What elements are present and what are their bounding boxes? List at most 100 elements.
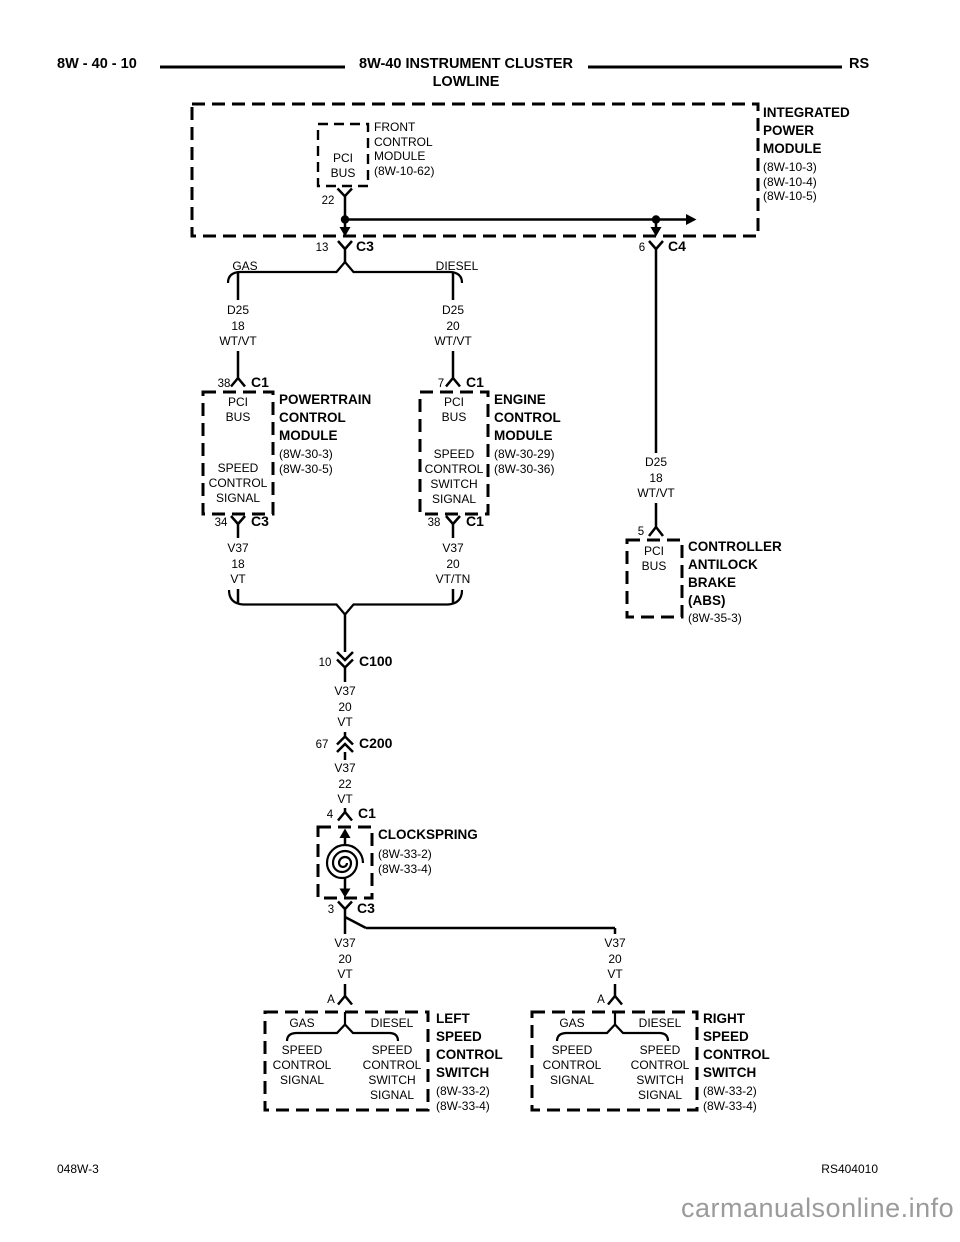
arrow-up-clockspring — [339, 828, 351, 838]
wire-label-abs-branch: D25 18 WT/VT — [637, 455, 675, 500]
ecm-port-bottom: SPEED CONTROL SWITCH SIGNAL — [424, 447, 484, 506]
wire-label-c100-c200: V37 20 VT — [334, 684, 356, 729]
left-switch-pin: A — [327, 994, 335, 1006]
clockspring-c3-name: C3 — [357, 900, 375, 916]
lsw-gas-label: GAS — [289, 1016, 315, 1030]
rsw-name: RIGHT SPEED CONTROL SWITCH — [703, 1011, 770, 1080]
region-code: RS — [849, 56, 870, 72]
ecm-c1-top-name: C1 — [466, 374, 484, 390]
abs-refs: (8W-35-3) — [688, 611, 742, 625]
ipm-c3-name: C3 — [356, 238, 374, 254]
integrated-power-module-box — [190, 102, 760, 238]
bus-arrow-right — [686, 214, 697, 225]
left-switch-gas-diesel-brace — [285, 1012, 400, 1042]
ecm-c1-bottom-pin: 38 — [427, 517, 441, 529]
rsw-gas-label: GAS — [559, 1016, 585, 1030]
wire-label-right-switch-feed: V37 20 VT — [604, 936, 626, 981]
clockspring-c1-pin: 4 — [326, 809, 334, 821]
c200-pin: 67 — [315, 739, 329, 751]
clockspring-name: CLOCKSPRING — [378, 827, 478, 842]
wire-label-ecm-out: V37 20 VT/TN — [435, 541, 471, 586]
wire-label-left-switch-feed: V37 20 VT — [334, 936, 356, 981]
ecm-port-top: PCI BUS — [441, 395, 467, 424]
clockspring-c3-pin: 3 — [327, 904, 335, 916]
ipm-c4-name: C4 — [668, 238, 686, 254]
ipm-refs: (8W-10-3) (8W-10-4) (8W-10-5) — [763, 160, 817, 203]
ipm-c3-pin: 13 — [315, 242, 329, 254]
clockspring-c1-connector-symbol — [337, 808, 353, 822]
c100-connector-symbol — [336, 614, 354, 682]
diesel-branch-wire — [445, 272, 461, 388]
pcm-c3-bottom-pin: 34 — [214, 517, 228, 529]
pci-bus-trunk — [336, 187, 697, 237]
clockspring-refs: (8W-33-2) (8W-33-4) — [378, 847, 432, 876]
pcm-c1-top-name: C1 — [251, 374, 269, 390]
rsw-diesel-signal: SPEED CONTROL SWITCH SIGNAL — [630, 1043, 690, 1102]
abs-port-top: PCI BUS — [641, 544, 667, 573]
wire-label-c200-clockspring: V37 22 VT — [334, 761, 356, 806]
junction-dot-right — [651, 215, 661, 224]
ipm-name: INTEGRATED POWER MODULE — [763, 105, 850, 156]
sheet-code: 048W-3 — [57, 1162, 99, 1176]
fcm-pin22-connector-symbol — [336, 187, 353, 198]
right-switch-pin: A — [597, 994, 605, 1006]
clockspring-c3-connector-symbol — [337, 900, 353, 921]
clockspring-c1-name: C1 — [358, 805, 376, 821]
page-title: 8W-40 INSTRUMENT CLUSTER — [359, 56, 573, 72]
lsw-diesel-signal: SPEED CONTROL SWITCH SIGNAL — [362, 1043, 422, 1102]
gas-branch-wire — [230, 272, 246, 388]
gas-diesel-split-brace — [226, 260, 464, 284]
engine-control-module-box — [418, 390, 490, 516]
clockspring-box — [316, 825, 374, 900]
lsw-diesel-label: DIESEL — [370, 1016, 414, 1030]
powertrain-control-module-box — [201, 390, 275, 516]
ecm-name: ENGINE CONTROL MODULE — [494, 392, 561, 443]
left-switch-feed-wire — [337, 921, 353, 1006]
front-control-module-box — [316, 122, 370, 188]
abs-controller-box — [625, 538, 684, 619]
drawing-code: RS404010 — [821, 1162, 878, 1176]
left-speed-control-switch-box — [263, 1010, 430, 1112]
pcm-c3-bottom-wire — [230, 515, 246, 604]
pcm-port-top: PCI BUS — [225, 395, 251, 424]
rsw-refs: (8W-33-2) (8W-33-4) — [703, 1084, 757, 1113]
ecm-c1-bottom-name: C1 — [466, 513, 484, 529]
abs-pin-number: 5 — [637, 526, 645, 538]
pcm-c3-bottom-name: C3 — [251, 513, 269, 529]
abs-branch-wire — [648, 249, 664, 537]
pcm-refs: (8W-30-3) (8W-30-5) — [279, 447, 333, 476]
clockspring-spiral-icon — [325, 843, 365, 880]
lsw-gas-signal: SPEED CONTROL SIGNAL — [272, 1043, 332, 1087]
c100-pin: 10 — [318, 657, 332, 669]
c200-name: C200 — [359, 735, 393, 751]
abs-name: CONTROLLER ANTILOCK BRAKE (ABS) — [688, 539, 782, 608]
ecm-c1-bottom-wire — [445, 515, 461, 604]
ecm-refs: (8W-30-29) (8W-30-36) — [494, 447, 555, 476]
pcm-c1-top-pin: 38 — [217, 378, 231, 390]
fcm-pin-number: 22 — [321, 195, 335, 207]
lsw-refs: (8W-33-2) (8W-33-4) — [436, 1084, 490, 1113]
rsw-gas-signal: SPEED CONTROL SIGNAL — [542, 1043, 602, 1087]
pcm-port-bottom: SPEED CONTROL SIGNAL — [208, 461, 268, 505]
pcm-name: POWERTRAIN CONTROL MODULE — [279, 392, 372, 443]
ipm-c4-connector-symbol — [648, 240, 664, 250]
fcm-refs: (8W-10-62) — [374, 164, 435, 178]
fcm-port-label: PCI BUS — [330, 151, 356, 180]
wire-label-gas-branch: D25 18 WT/VT — [219, 303, 257, 348]
arrow-down-clockspring — [339, 888, 351, 898]
lsw-name: LEFT SPEED CONTROL SWITCH — [436, 1011, 503, 1080]
right-switch-gas-diesel-brace — [555, 1012, 670, 1042]
split-diesel-label: DIESEL — [435, 259, 479, 273]
ipm-c4-pin: 6 — [638, 242, 646, 254]
c200-connector-symbol — [336, 732, 354, 760]
split-gas-label: GAS — [232, 259, 258, 273]
page-subtitle: LOWLINE — [432, 74, 500, 90]
page-ref: 8W - 40 - 10 — [57, 56, 137, 72]
fcm-name: FRONT CONTROL MODULE — [374, 120, 433, 163]
arrow-down-c3 — [339, 227, 351, 237]
watermark: carmanualsonline.info — [681, 1193, 955, 1223]
ecm-c1-top-pin: 7 — [437, 378, 445, 390]
pci-bus-lines — [343, 196, 686, 230]
